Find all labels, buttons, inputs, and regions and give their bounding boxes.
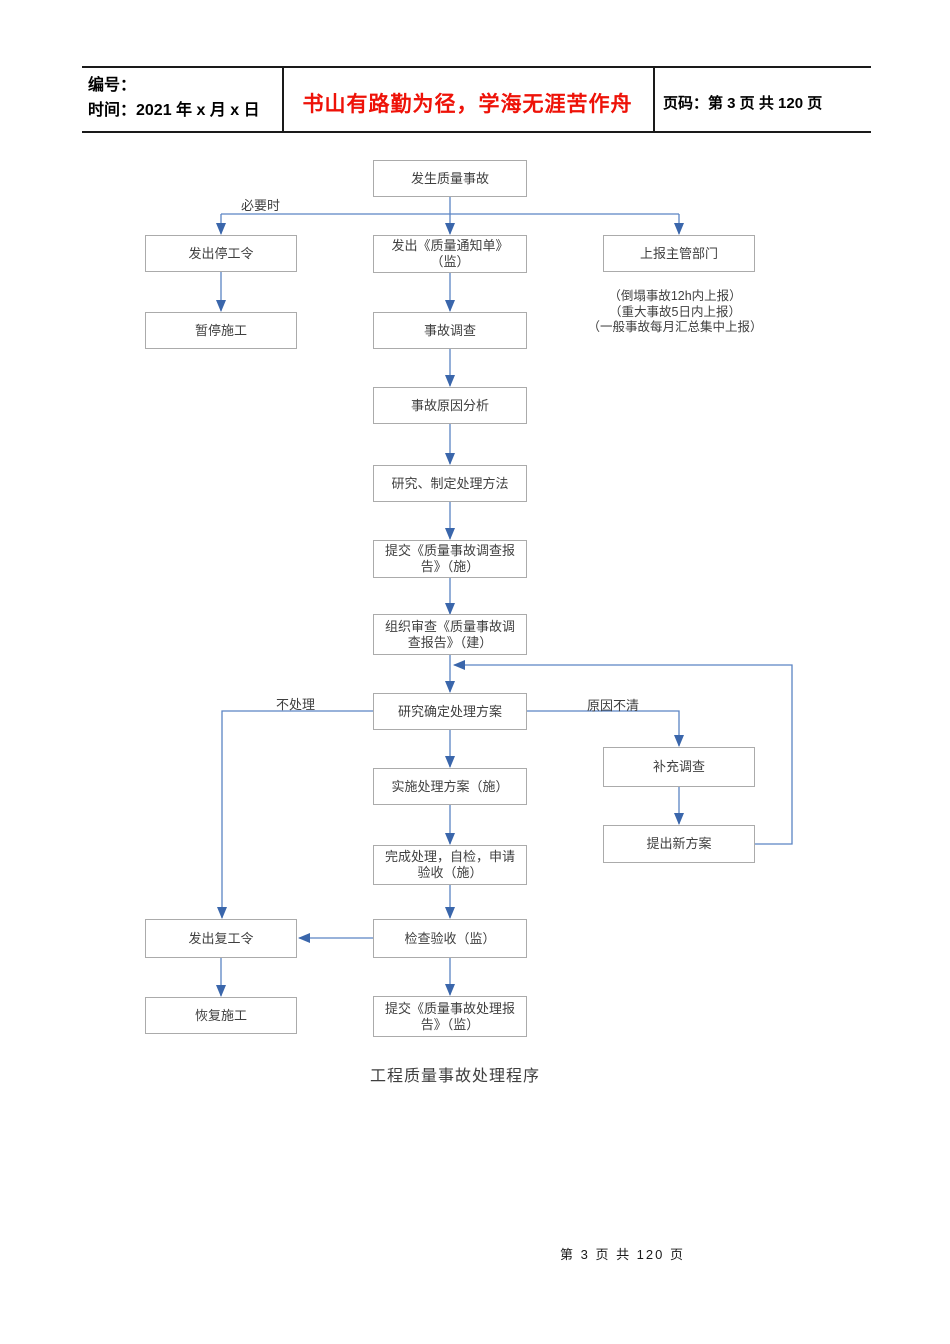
header-motto: 书山有路勤为径，学海无涯苦作舟 [302,93,633,116]
edge-label-necessary: 必要时 [241,198,281,213]
node-review-report: 组织审查《质量事故调 查报告》（建） [373,614,527,655]
node-cause-analysis: 事故原因分析 [373,387,527,424]
node-supplement-invest: 补充调查 [603,747,755,787]
node-stop-order: 发出停工令 [145,235,297,272]
note-major-accident: （重大事故5日内上报） [609,304,741,319]
node-start: 发生质量事故 [373,160,527,197]
node-resume-order: 发出复工令 [145,919,297,958]
header-top-border [82,66,871,68]
node-notice: 发出《质量通知单》 （监） [373,235,527,273]
header-page-label: 页码：第 3 页 共 120 页 [663,95,823,112]
node-suspend: 暂停施工 [145,312,297,349]
edge-nohandle-resumeorder [217,710,373,919]
node-implement-plan: 实施处理方案（施） [373,768,527,805]
note-general-accident: （一般事故每月汇总集中上报） [587,320,763,334]
node-resume-construction: 恢复施工 [145,997,297,1034]
flowchart-title: 工程质量事故处理程序 [369,1068,540,1085]
node-complete-selfcheck: 完成处理，自检，申请 验收（施） [373,845,527,885]
header-divider-right [653,66,655,133]
edge-label-unclear: 原因不清 [587,698,640,713]
edge-unclear-supplement [527,710,684,747]
node-new-plan: 提出新方案 [603,825,755,863]
node-investigate: 事故调查 [373,312,527,349]
header-bottom-border [82,131,871,133]
edge-label-no-handle: 不处理 [276,697,316,712]
header-time-label: 时间：2021 年 x 月 x 日 [88,102,260,119]
node-determine-plan: 研究确定处理方案 [373,693,527,730]
header-number-label: 编号： [88,77,137,94]
footer-page-number: 第 3 页 共 120 页 [560,1247,685,1262]
node-report-dept: 上报主管部门 [603,235,755,272]
node-submit-handle-report: 提交《质量事故处理报 告》（监） [373,996,527,1037]
report-timing-notes: （倒塌事故12h内上报） （重大事故5日内上报） （一般事故每月汇总集中上报） [570,289,780,336]
node-method: 研究、制定处理方法 [373,465,527,502]
header-divider-left [282,66,284,133]
note-collapse-accident: （倒塌事故12h内上报） [608,289,742,303]
node-inspect-accept: 检查验收（监） [373,919,527,958]
node-submit-invest-report: 提交《质量事故调查报 告》（施） [373,540,527,578]
